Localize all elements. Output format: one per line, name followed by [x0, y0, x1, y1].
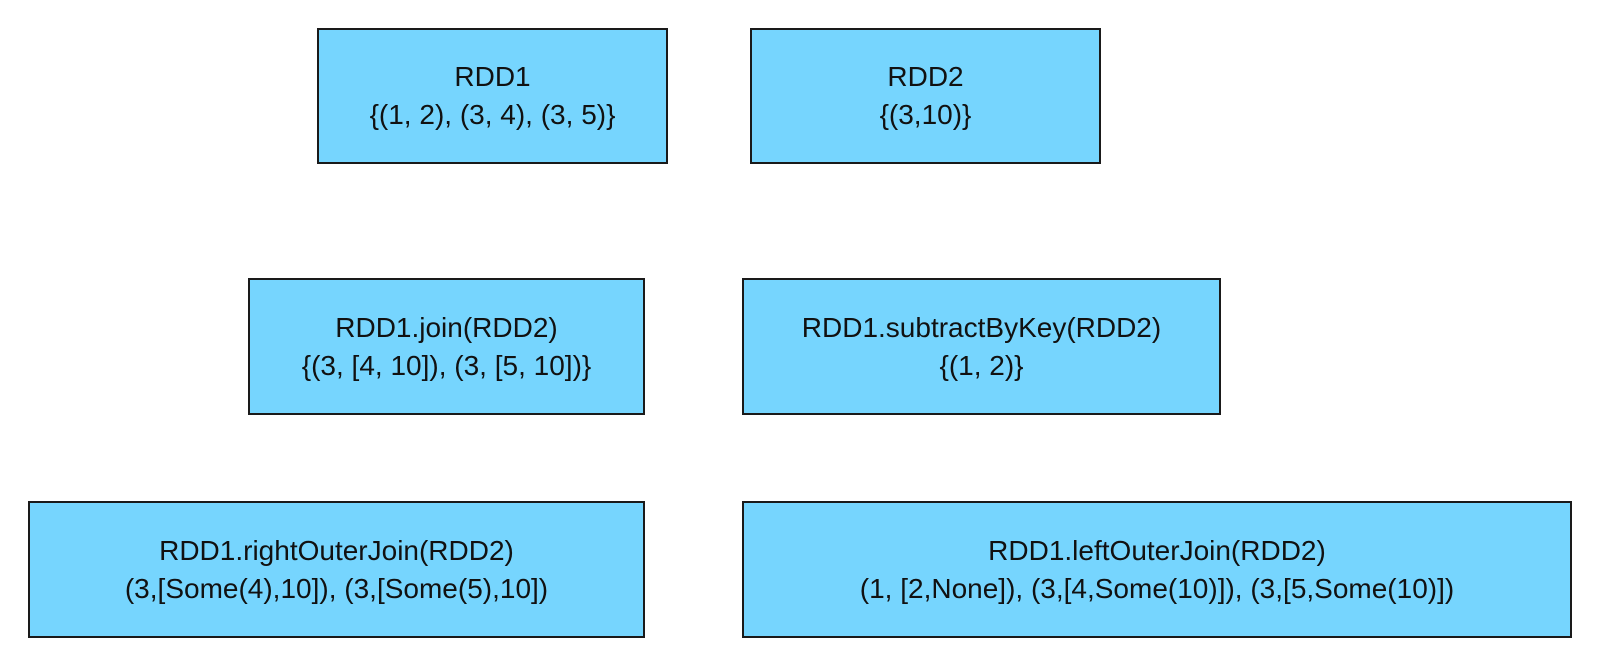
rdd2-value: {(3,10)} — [879, 99, 972, 130]
subtract-by-key-box: RDD1.subtractByKey(RDD2) {(1, 2)} — [742, 278, 1221, 415]
left-outer-join-value: (1, [2,None]), (3,[4,Some(10)]), (3,[5,S… — [859, 572, 1455, 604]
rdd1-box: RDD1 {(1, 2), (3, 4), (3, 5)} — [317, 28, 668, 164]
right-outer-join-title: RDD1.rightOuterJoin(RDD2) — [159, 534, 514, 566]
left-outer-join-title: RDD1.leftOuterJoin(RDD2) — [988, 534, 1326, 566]
right-outer-join-box: RDD1.rightOuterJoin(RDD2) (3,[Some(4),10… — [28, 501, 645, 638]
rdd2-title: RDD2 — [887, 61, 964, 92]
subtract-by-key-title: RDD1.subtractByKey(RDD2) — [801, 311, 1162, 343]
join-box: RDD1.join(RDD2) {(3, [4, 10]), (3, [5, 1… — [248, 278, 645, 415]
rdd2-box: RDD2 {(3,10)} — [750, 28, 1101, 164]
rdd1-value: {(1, 2), (3, 4), (3, 5)} — [369, 99, 616, 130]
rdd1-title: RDD1 — [454, 61, 531, 92]
join-title: RDD1.join(RDD2) — [335, 311, 558, 343]
right-outer-join-value: (3,[Some(4),10]), (3,[Some(5),10]) — [124, 572, 549, 604]
left-outer-join-box: RDD1.leftOuterJoin(RDD2) (1, [2,None]), … — [742, 501, 1572, 638]
subtract-by-key-value: {(1, 2)} — [939, 349, 1024, 381]
join-value: {(3, [4, 10]), (3, [5, 10])} — [301, 349, 592, 381]
